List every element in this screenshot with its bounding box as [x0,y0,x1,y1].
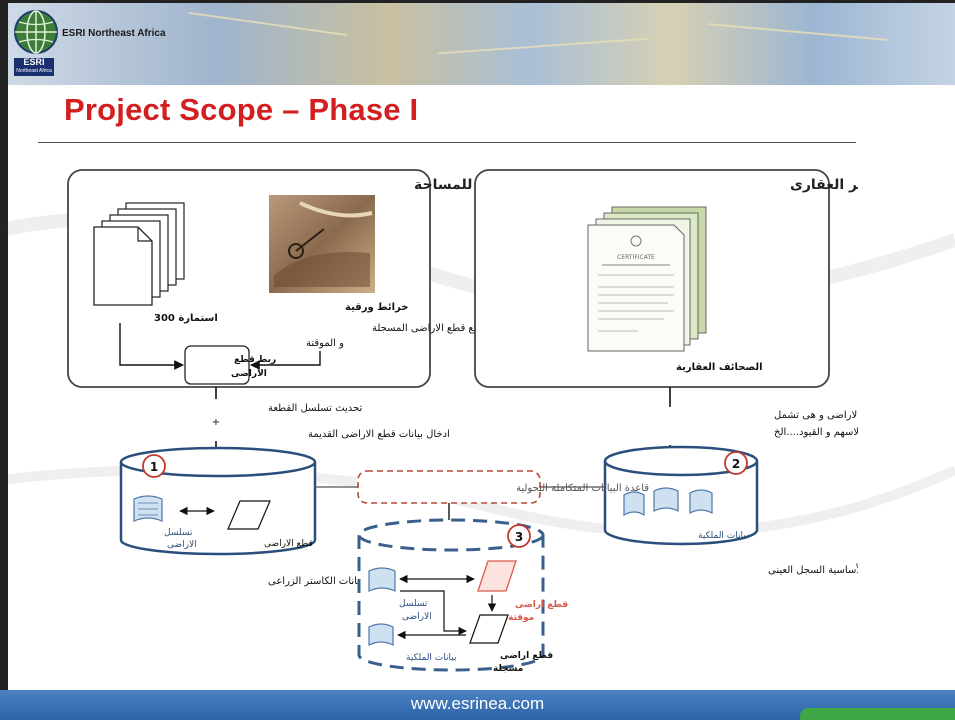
link-parcels-label-2: الاراضى [231,369,267,379]
forms-stack-icon [93,202,185,306]
certificate-heading: CERTIFICATE [617,254,655,261]
footer-bar [0,690,955,720]
db1-number: 1 [150,460,158,474]
db2-number-badge [724,451,748,475]
db3-number-badge [507,524,531,548]
header-banner [8,3,955,85]
workflow-diagram: بيانات من الهيئة المصرية العامة للمساحة … [67,169,858,674]
ownership-layer-icon [368,623,394,646]
registry-title: بيانات من سجل عينى الشهر العقارى [790,177,858,193]
db1-sequence-label: تسلسل [164,528,193,538]
parcel-location-label-2: و الموقتة [306,338,344,349]
database-3-integrated: 3 تسلسل الاراضى قطع اراضى موقتة بيانات ا… [357,518,568,674]
integrated-database-box [357,470,541,504]
banner-decoration [188,11,348,37]
esri-logo-badge: ESRI Northeast Africa [14,58,54,76]
db2-ownership-label: بيانات الملكية [698,531,748,541]
registered-parcel-icon [469,614,509,644]
logo-text: ESRI [23,57,45,67]
sequence-to-registered-arrow [400,590,467,636]
db1-number-badge [142,454,166,478]
plus-sign: + [212,417,220,428]
registered-parcels-label: قطع اراضى [500,651,553,661]
slide-title: Project Scope – Phase I [64,92,419,127]
forms-label: استمارة 300 [154,313,218,324]
db3-sequence-label-2: الاراضى [402,612,432,622]
db3-sequence-label: تسلسل [399,599,428,609]
banner-decoration [708,23,888,41]
paper-maps-label: خرائط ورقية [345,302,408,313]
db1-parcels-label: قطع الاراضى [264,539,313,549]
registered-parcels-label-2: مسجلة [493,664,523,674]
parcel-data-label: بيانات قطع الاراضى و هى تشمل [774,410,858,421]
forms-to-link-arrow [119,323,184,370]
ownership-restrictions-label: الملكية و الاسهم و القيود....الخ [774,427,858,438]
integrated-database-label: قاعدة البيانات المتكاملة التحولية [516,483,649,494]
ownership-layer-icon [653,487,679,512]
temporary-parcels-label: قطع اراضى [515,600,568,610]
footer-accent-tab [800,708,955,720]
db3-number: 3 [515,530,523,544]
database-1-cadastre: 1 تسلسل الاراضى قطع الاراضى [119,446,317,556]
left-flow-label-bg [132,399,304,441]
temporary-parcels-label-2: موقتة [508,613,534,623]
right-flow-label-bg [594,407,790,445]
footer-website-link[interactable]: www.esrinea.com [410,694,545,713]
slide-top-edge [0,0,955,3]
brand-name: ESRI Northeast Africa [62,28,166,39]
globe-icon [14,10,58,54]
real-estate-registry-box: بيانات من سجل عينى الشهر العقارى CERTIFI… [474,169,858,388]
banner-decoration [438,37,648,55]
link-parcels-box [184,345,250,385]
legacy-parcels-entry-label: ادخال بيانات قطع الاراضى القديمة [308,429,450,440]
maps-to-link-arrow [250,351,321,370]
temporary-parcel-icon [477,560,517,592]
paper-maps-image [269,195,375,293]
update-sequence-label: تحديث تسلسل القطعة [268,403,362,414]
database-2-registry: 2 بيانات الملكية [603,445,759,546]
real-estate-records-label: الصحائف العقارية [676,362,763,373]
db3-ownership-label: بيانات الملكية [406,653,456,663]
db2-number: 2 [732,457,740,471]
logo-subtext: Northeast Africa [16,68,52,74]
db1-sequence-label-2: الاراضى [167,540,197,550]
db1-caption: قاعدة بيانات الكاستر الزراعى [268,576,391,587]
db2-caption: قاعدة البيانات الأساسية السجل العينى [768,563,858,576]
sequence-layer-icon [133,495,163,522]
parcel-location-label: موقع قطع الاراضى المسجلة [372,323,489,334]
slide-left-edge [0,0,8,720]
parcel-shape-icon [227,500,271,530]
ownership-layer-icon [623,491,645,517]
sequence-layer-icon [368,567,396,592]
certificates-stack-icon [587,206,707,352]
link-parcels-label: ربط قطع [234,355,276,365]
ownership-layer-icon [689,489,713,515]
title-divider [38,142,856,143]
